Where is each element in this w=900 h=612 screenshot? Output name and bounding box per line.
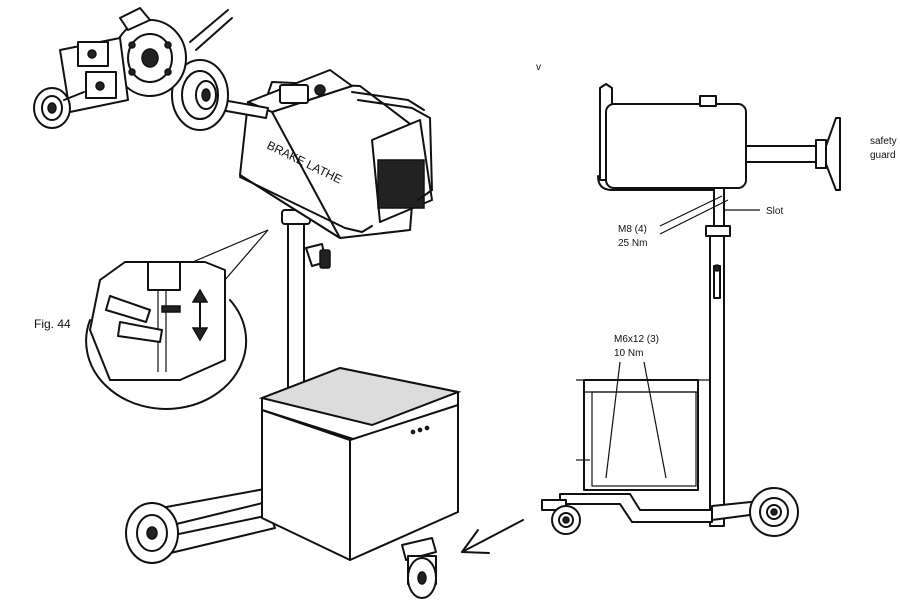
rear-wheel-side-view (749, 487, 799, 537)
small-mark: v (536, 62, 541, 73)
storage-cabinet (258, 366, 462, 561)
bolt-top-label-2: 25 Nm (618, 238, 647, 249)
figure-label: Fig. 44 (34, 317, 71, 331)
slot-label: Slot (766, 206, 783, 217)
hub-mechanism-assembly (59, 7, 233, 113)
brake-disc (171, 59, 229, 131)
hand-wheel (33, 87, 85, 129)
up-down-arrow-icon (191, 288, 209, 342)
right-side-view-drawing: v safety guard Slot M8 (4) 25 N (536, 62, 897, 537)
column-side-view: Slot M8 (4) 25 Nm (618, 187, 783, 527)
bolt-top-label-1: M8 (4) (618, 224, 647, 235)
base-frame-side-view (559, 493, 773, 523)
safety-guard-label-1: safety (870, 136, 897, 147)
bolt-bottom-label-1: M6x12 (3) (614, 334, 659, 345)
cabinet-side-view: M6x12 (3) 10 Nm (576, 334, 710, 491)
safety-guard-label-2: guard (870, 150, 896, 161)
front-swivel-caster (401, 537, 437, 599)
front-caster-side-view (541, 499, 581, 535)
bolt-bottom-label-2: 10 Nm (614, 348, 643, 359)
brake-lathe-body: BRAKE LATHE (239, 69, 433, 239)
left-lathe-assembly-drawing: BRAKE LATHE (33, 7, 524, 599)
detail-callout (85, 229, 269, 410)
left-caster-wheel (125, 502, 179, 564)
support-column (281, 209, 331, 401)
pointing-arrow (461, 519, 524, 554)
lathe-side-view: safety guard (597, 83, 897, 191)
